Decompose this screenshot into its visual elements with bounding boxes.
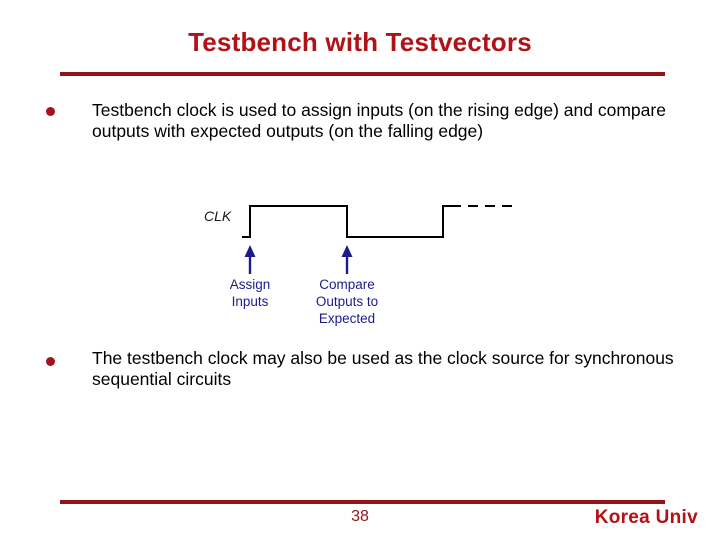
annotation-assign-inputs-line-2: Inputs [232,294,269,309]
bullet-text-2: The testbench clock may also be used as … [92,348,679,389]
footer-divider [60,500,665,504]
clock-waveform-figure: CLK Assign Inputs Compare [190,190,530,330]
brand-label: Korea Univ [594,507,698,528]
annotation-assign-inputs-line-1: Assign [230,277,271,292]
annotation-compare-outputs-line-1: Compare [319,277,375,292]
title-divider [60,72,665,76]
annotation-compare-outputs-line-2: Outputs to [316,294,378,309]
clock-waveform-path [242,205,451,238]
bullet-dot-icon [46,357,55,366]
bullet-dot-icon [46,107,55,116]
clk-signal-label: CLK [204,208,232,224]
page-number: 38 [351,508,369,525]
bullet-text-1: Testbench clock is used to assign inputs… [92,100,671,141]
assign-inputs-arrow-icon [244,245,256,274]
compare-outputs-arrow-icon [341,245,353,274]
annotation-compare-outputs-line-3: Expected [319,311,375,326]
annotation-assign-inputs: Assign Inputs [230,277,271,309]
page-title: Testbench with Testvectors [188,27,532,57]
annotation-compare-outputs: Compare Outputs to Expected [316,277,378,326]
